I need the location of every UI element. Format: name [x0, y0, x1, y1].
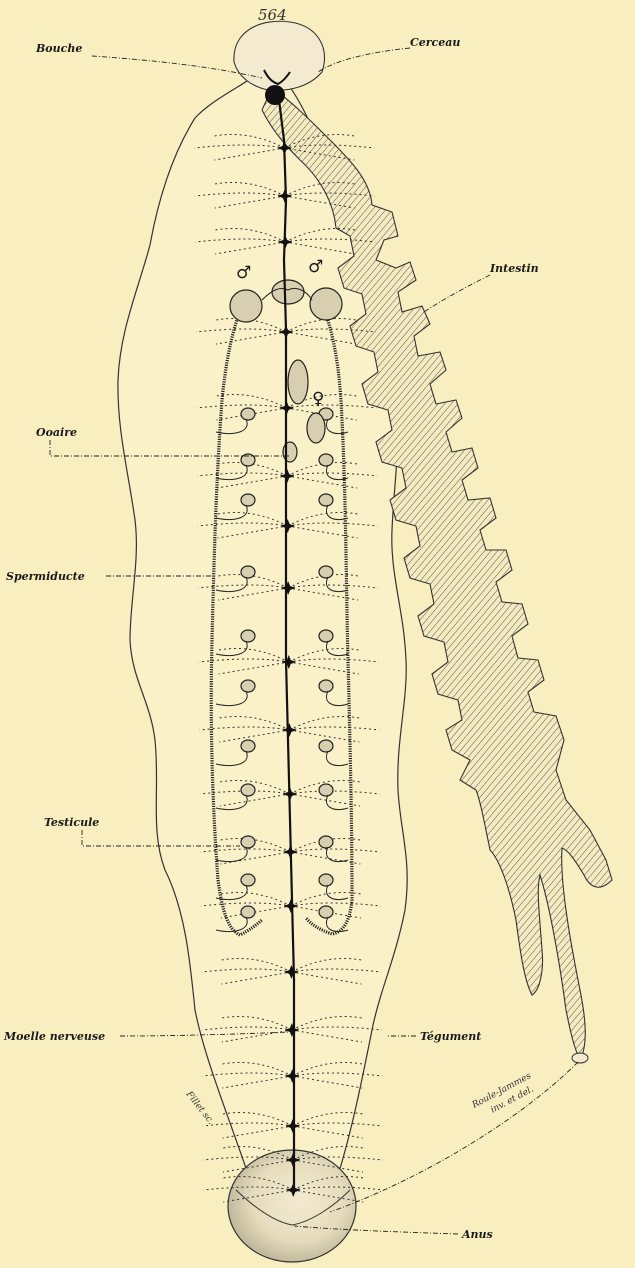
female-symbol: ♀ [312, 389, 324, 409]
testicle [319, 874, 333, 886]
posterior-sucker [228, 1150, 356, 1262]
label-bouche: Bouche [35, 42, 82, 55]
author-signature: Roule-Jammes inv. et del. [470, 1071, 540, 1123]
cerebral-ganglion [265, 85, 285, 105]
testicle [241, 874, 255, 886]
testicle [319, 740, 333, 752]
testicle [241, 680, 255, 692]
testicle [319, 906, 333, 918]
label-testicule: Testicule [44, 816, 99, 829]
male-symbol-right: ♂ [308, 257, 323, 277]
testicle [319, 836, 333, 848]
leader-cerceau [318, 48, 410, 72]
engraver-signature: Fillet sc. [183, 1089, 216, 1127]
label-ovaire: Ooaire [36, 426, 77, 439]
testicle [319, 630, 333, 642]
intestine-end [572, 1053, 588, 1063]
testicle [241, 408, 255, 420]
testicle [241, 630, 255, 642]
testicle [241, 566, 255, 578]
testicle [241, 836, 255, 848]
anterior-sucker [234, 21, 325, 90]
testicle [241, 906, 255, 918]
testicle [319, 784, 333, 796]
seminal-vesicle-right [310, 288, 342, 320]
testicle [241, 784, 255, 796]
label-tegument: Tégument [420, 1030, 481, 1043]
vagina [288, 360, 308, 404]
male-symbol-left: ♂ [236, 263, 251, 283]
testicle [319, 566, 333, 578]
testicle [319, 494, 333, 506]
penis-sheath [272, 280, 304, 304]
testicle [319, 454, 333, 466]
leader-anus-intestin [330, 1062, 578, 1212]
testicle [241, 494, 255, 506]
label-anus: Anus [461, 1228, 493, 1241]
label-moelle: Moelle nerveuse [3, 1030, 105, 1043]
testicle [241, 740, 255, 752]
label-spermiducte: Spermiducte [6, 570, 85, 583]
label-cerceau: Cerceau [410, 36, 460, 49]
label-intestin: Intestin [489, 262, 539, 275]
ovary-right [307, 413, 325, 443]
seminal-vesicle-left [230, 290, 262, 322]
testicle [319, 680, 333, 692]
leader-intestin [424, 275, 490, 312]
